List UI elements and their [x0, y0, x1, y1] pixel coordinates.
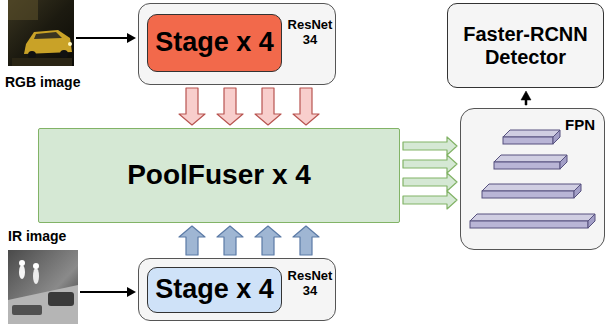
flow-arrow	[255, 226, 281, 255]
flow-arrow	[179, 226, 205, 255]
fpn-pyramid	[470, 130, 595, 228]
box-title: Faster-RCNN Detector	[454, 23, 597, 69]
box-heading: ResNet 34	[287, 18, 333, 48]
image-label: RGB image	[5, 74, 80, 90]
image-label: IR image	[8, 228, 66, 244]
pyramid-slab	[574, 184, 581, 198]
input-arrow	[76, 33, 136, 43]
pyramid-slab	[503, 130, 560, 137]
flow-arrow	[521, 91, 531, 105]
box-heading: FPN	[561, 116, 599, 133]
pyramid-slab	[470, 214, 595, 221]
fuser-box: PoolFuser x 4	[38, 128, 400, 223]
ir-photo	[8, 250, 78, 324]
stage-box: Stage x 4	[147, 14, 282, 72]
input-arrow	[80, 287, 136, 297]
flow-arrow	[293, 226, 319, 255]
fpn-box: FPN	[460, 108, 605, 250]
flow-arrow	[293, 88, 319, 125]
flow-arrow	[403, 173, 457, 191]
pyramid-slab	[494, 155, 567, 162]
rgb-photo	[8, 0, 74, 66]
pyramid-slab	[588, 214, 595, 228]
flow-arrow	[403, 155, 457, 173]
stage-box: Stage x 4	[147, 267, 282, 313]
fpn-panel	[460, 108, 605, 250]
flow-arrow	[179, 88, 205, 125]
flow-arrow	[217, 88, 243, 125]
backbone-box: ResNet 34 Stage x 4	[138, 258, 336, 321]
box-title: PoolFuser x 4	[127, 159, 311, 191]
pyramid-slab	[560, 155, 567, 169]
pyramid-slab	[482, 191, 574, 198]
pyramid-slab	[482, 184, 581, 191]
detector-box: Faster-RCNN Detector	[447, 3, 604, 88]
pyramid-slab	[494, 162, 560, 169]
box-title: Stage x 4	[155, 274, 274, 305]
backbone-box: ResNet 34 Stage x 4	[138, 3, 336, 85]
box-heading: ResNet 34	[287, 269, 333, 299]
flow-arrow	[403, 137, 457, 155]
box-title: Stage x 4	[155, 27, 274, 58]
flow-arrow	[403, 191, 457, 209]
pyramid-slab	[470, 221, 588, 228]
flow-arrow	[255, 88, 281, 125]
pyramid-slab	[553, 130, 560, 144]
pyramid-slab	[503, 137, 553, 144]
flow-arrow	[217, 226, 243, 255]
